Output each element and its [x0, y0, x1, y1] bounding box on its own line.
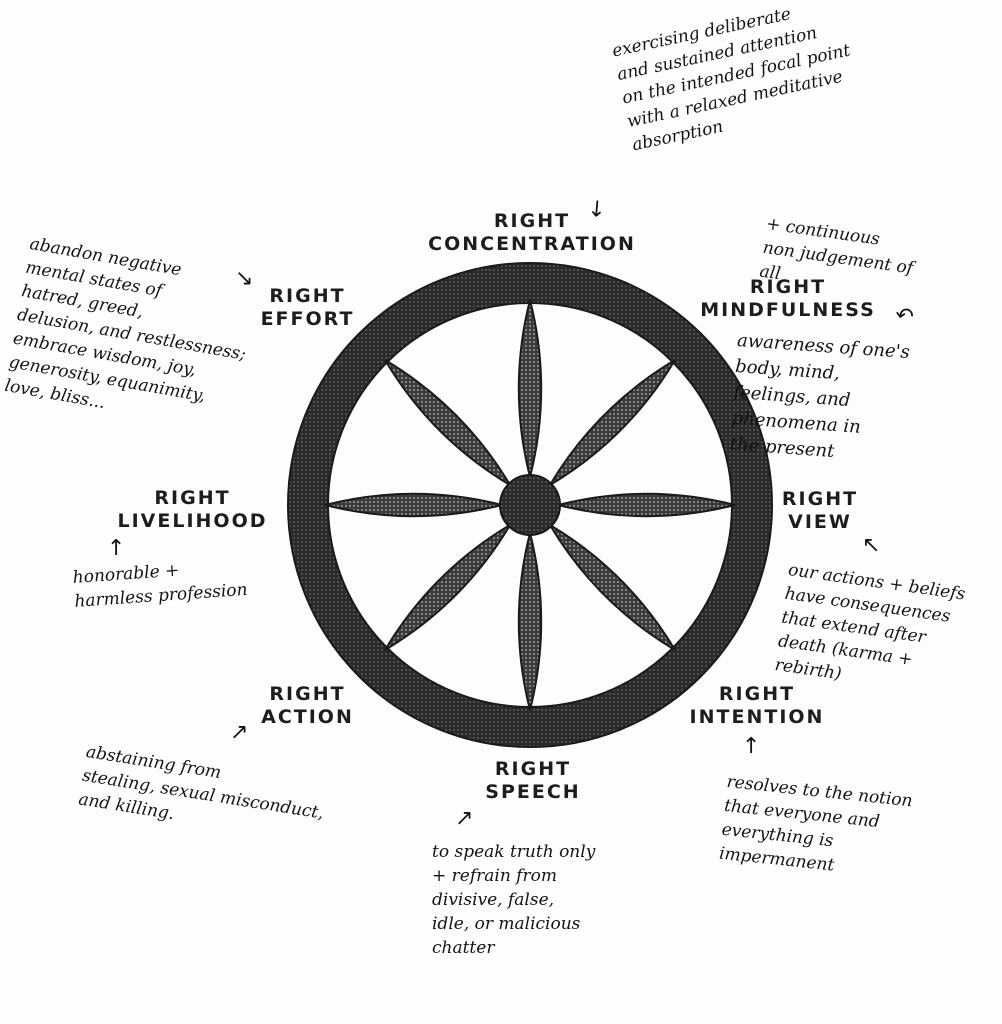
wheel-spoke — [324, 492, 503, 518]
arrow-action-icon: ↗ — [230, 720, 249, 745]
wheel-spoke — [517, 532, 543, 711]
note-mindfulness: awareness of one's body, mind, feelings,… — [729, 329, 911, 462]
wheel-spoke — [517, 299, 543, 478]
wheel-spoke — [384, 523, 512, 651]
wheel-spokes — [324, 299, 736, 711]
label-right-concentration: RIGHT CONCENTRATION — [428, 210, 636, 255]
label-right-intention: RIGHT INTENTION — [689, 683, 825, 728]
label-right-effort: RIGHT EFFORT — [260, 285, 355, 330]
wheel-spoke — [384, 359, 512, 487]
wheel-spoke — [548, 523, 676, 651]
note-view: our actions + beliefs have consequences … — [773, 559, 967, 685]
arrow-mindfulness-icon: ↶ — [893, 302, 916, 331]
note-speech: to speak truth only + refrain from divis… — [432, 842, 596, 958]
label-right-livelihood: RIGHT LIVELIHOOD — [117, 487, 268, 532]
note-intention: resolves to the notion that everyone and… — [718, 771, 914, 876]
wheel-rim — [288, 263, 772, 747]
label-right-view: RIGHT VIEW — [781, 488, 859, 533]
wheel-spoke — [548, 359, 676, 487]
arrow-speech-icon: ↗ — [455, 806, 474, 831]
label-right-speech: RIGHT SPEECH — [485, 758, 581, 803]
arrow-livelihood-icon: ↑ — [107, 536, 126, 561]
arrow-view-icon: ↖ — [862, 533, 881, 558]
arrow-intention-icon: ↑ — [742, 734, 761, 759]
label-right-mindfulness: RIGHT MINDFULNESS — [700, 276, 876, 321]
wheel-spoke — [557, 492, 736, 518]
arrow-effort-icon: ↘ — [235, 266, 254, 291]
wheel-hub — [499, 474, 561, 536]
label-right-action: RIGHT ACTION — [261, 683, 354, 728]
